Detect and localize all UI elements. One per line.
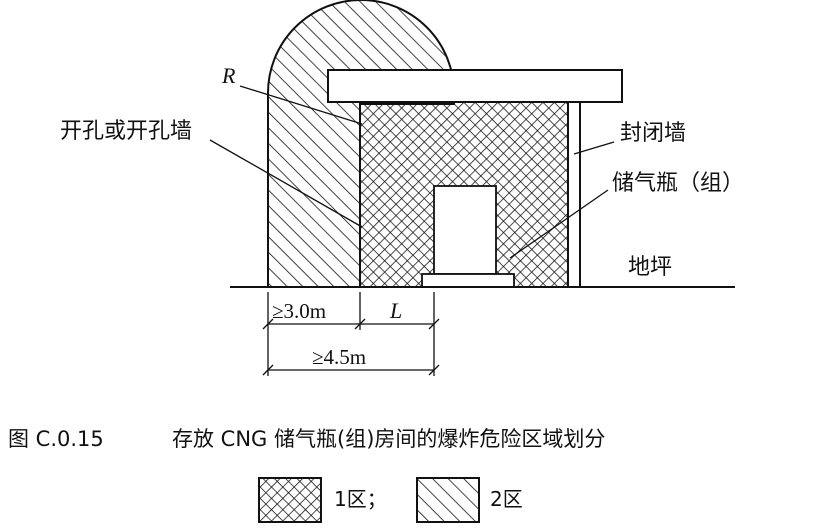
dimension-min-4-5m: ≥4.5m bbox=[312, 345, 366, 369]
dimension-min-3m: ≥3.0m bbox=[272, 299, 326, 323]
legend-zone1-swatch bbox=[258, 477, 322, 523]
ground-label: 地坪 bbox=[628, 255, 672, 280]
opening-wall-label: 开孔或开孔墙 bbox=[60, 119, 192, 144]
leader-radius bbox=[239, 85, 363, 125]
figure-number: 图 C.0.15 bbox=[8, 427, 104, 451]
legend-zone1-label: 1区； bbox=[334, 487, 387, 511]
leader-closed-wall bbox=[573, 141, 615, 155]
cylinder-rect bbox=[433, 185, 497, 275]
closed-wall-label: 封闭墙 bbox=[620, 121, 686, 146]
dimension-l: L bbox=[389, 298, 402, 323]
figure-title: 存放 CNG 储气瓶(组)房间的爆炸危险区域划分 bbox=[172, 427, 605, 451]
cylinder-base bbox=[421, 273, 515, 288]
dimension-lines bbox=[262, 292, 440, 376]
leader-opening-wall bbox=[209, 139, 363, 228]
radius-label: R bbox=[221, 63, 236, 88]
legend-zone2-label: 2区 bbox=[490, 487, 523, 511]
leader-cylinder bbox=[509, 189, 609, 259]
closed-wall bbox=[567, 99, 581, 288]
legend-zone2-swatch bbox=[416, 477, 480, 523]
roof-slab bbox=[327, 69, 623, 103]
cylinder-group-label: 储气瓶（组） bbox=[612, 171, 744, 196]
